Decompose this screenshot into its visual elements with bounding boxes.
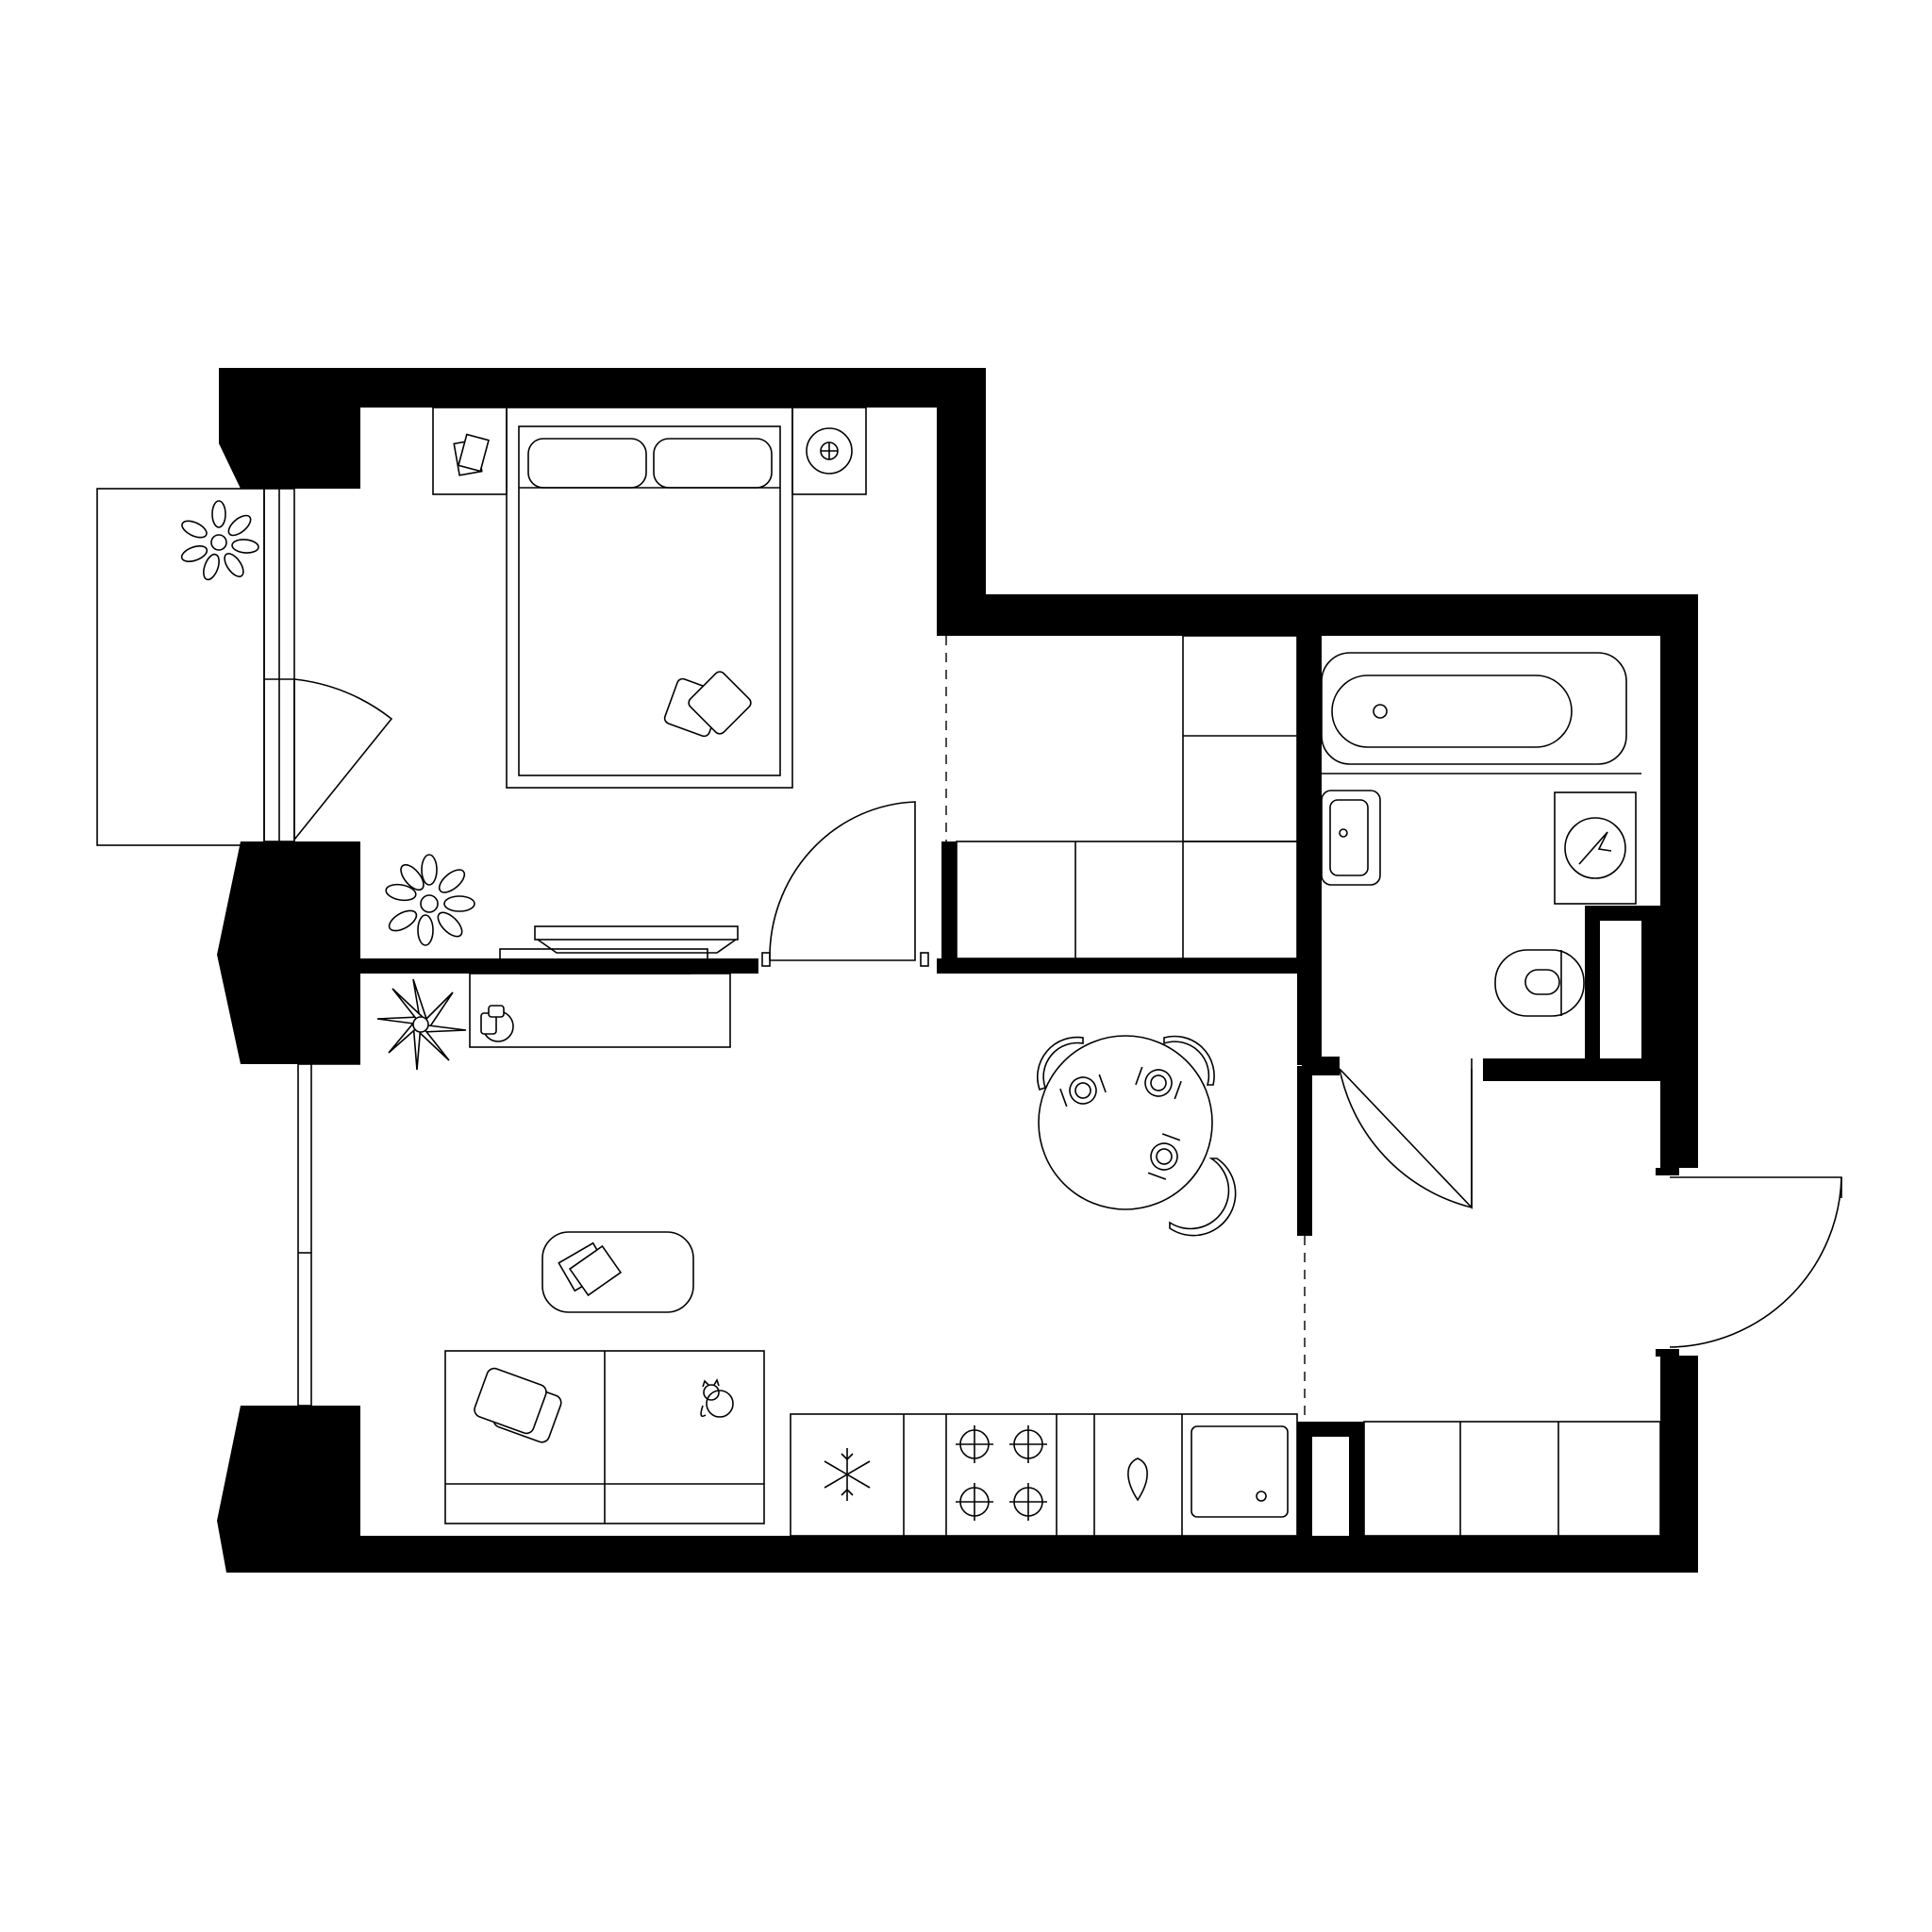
wardrobe [956, 635, 1298, 959]
pillow-icon [663, 671, 752, 738]
door-balcony [293, 678, 393, 842]
wall-bottom [255, 1536, 1698, 1573]
plant-icon [180, 500, 259, 581]
shelving [1182, 635, 1298, 842]
wall-partition-closet [937, 958, 1299, 974]
plate-icon [1059, 1074, 1107, 1108]
faucet-drop-icon [1127, 1457, 1148, 1502]
wall-top-right [937, 594, 1698, 636]
burner-icon [1009, 1425, 1047, 1463]
living-room [376, 948, 765, 1524]
chair [1163, 1035, 1215, 1086]
windows [263, 488, 360, 1407]
hall-cabinets [1363, 1421, 1661, 1537]
nightstand-right [791, 407, 867, 495]
kitchen-counter [790, 1413, 1298, 1537]
balcony [96, 488, 265, 846]
wall-kitchen-column-top [1297, 1422, 1364, 1437]
burner-icon [956, 1483, 993, 1521]
walls [217, 368, 1698, 1573]
stove [956, 1425, 1047, 1521]
dining-table [1038, 1035, 1213, 1210]
cat-icon [700, 1378, 734, 1418]
burner-icon [1009, 1483, 1047, 1521]
plant-icon [385, 854, 475, 946]
tv-stand [534, 925, 739, 954]
bathtub [1321, 652, 1627, 765]
wall-shaft-frame [1585, 906, 1600, 1058]
chair [1169, 1158, 1237, 1237]
wall-bath-bottom [1483, 1058, 1662, 1081]
bedroom [385, 407, 867, 954]
wall-left-middle [217, 841, 360, 1064]
washing-machine-icon [1554, 791, 1637, 905]
wall-closet-left [941, 841, 957, 964]
wall-kitchen-column-left [1297, 1422, 1312, 1536]
headphones-icon [480, 1005, 514, 1042]
snowflake-icon [824, 1448, 871, 1501]
wall-left-bottom [217, 1406, 360, 1573]
wall-entry-jamb-top [1656, 1168, 1679, 1175]
wall-far-right-upper [1660, 594, 1698, 1168]
wall-partition-bedroom [360, 958, 758, 974]
plant-icon [376, 978, 467, 1071]
bed-pillow [653, 438, 773, 489]
wall-entry-jamb-bottom [1656, 1349, 1679, 1357]
door-bedroom [769, 801, 916, 961]
lamp-icon [806, 427, 853, 475]
dining-area [1037, 1035, 1237, 1237]
kitchen-sink [1191, 1425, 1289, 1518]
burner-icon [956, 1425, 993, 1463]
monitor [499, 948, 708, 974]
wall-left-upper [219, 408, 360, 489]
door-entrance [1669, 1176, 1842, 1348]
bathroom-sink [1321, 790, 1381, 886]
bed-pillow [527, 438, 647, 489]
bathroom [1321, 652, 1641, 1017]
wall-bath-left [1297, 636, 1322, 1065]
toilet [1494, 949, 1585, 1017]
wall-top-bedroom [219, 368, 986, 408]
doors [293, 678, 1842, 1348]
coffee-table [541, 1231, 694, 1313]
plate-icon [1147, 1133, 1181, 1180]
nightstand-left [432, 407, 508, 495]
wall-shaft-right [1641, 906, 1660, 1058]
wall-bath-stub [1297, 1066, 1312, 1236]
chair [1037, 1036, 1084, 1091]
pillow-icon [474, 1367, 562, 1443]
bed [506, 407, 793, 789]
book-icon [558, 1241, 623, 1297]
window-living [297, 1063, 312, 1407]
door-bathroom [1339, 1068, 1473, 1209]
wall-kitchen-column-right [1349, 1422, 1364, 1536]
sofa [444, 1350, 765, 1524]
kitchen [790, 1413, 1661, 1537]
plate-icon [1135, 1066, 1182, 1100]
book-icon [453, 433, 490, 476]
